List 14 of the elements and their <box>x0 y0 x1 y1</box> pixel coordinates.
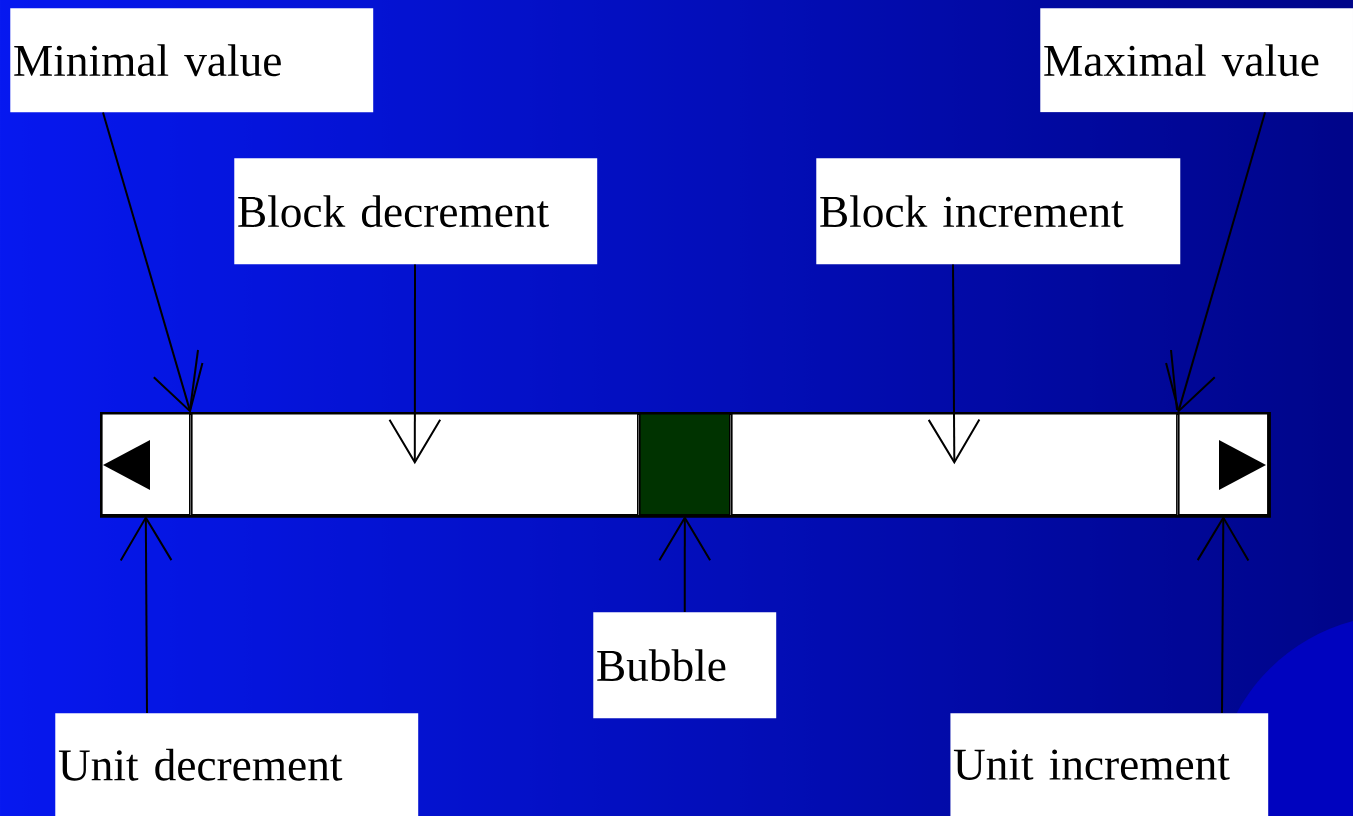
arrow <box>388 263 442 465</box>
label-box: Unit decrement <box>55 713 419 816</box>
arrow <box>927 263 981 465</box>
label-box: Maximal value <box>1040 8 1353 113</box>
label-box: Bubble <box>593 612 777 719</box>
arrow <box>119 515 173 714</box>
arrow <box>1196 515 1250 714</box>
arrow <box>102 111 204 413</box>
label-box: Block decrement <box>234 158 598 265</box>
label-box: Block increment <box>816 158 1181 265</box>
label-box: Minimal value <box>10 8 374 113</box>
arrow <box>1165 111 1266 413</box>
label-box: Unit increment <box>950 713 1269 816</box>
scrollbar-thumb <box>639 413 731 516</box>
